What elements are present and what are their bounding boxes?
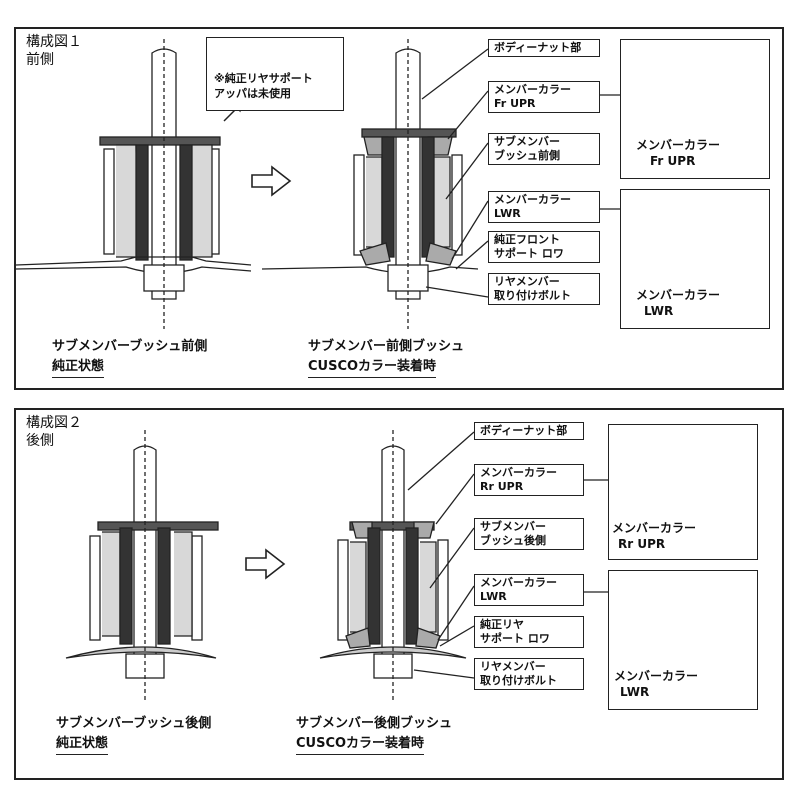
note-box bbox=[206, 37, 344, 111]
stock-bushing-assembly-front bbox=[16, 39, 252, 329]
label-rear-member-bolt: リヤメンバー取り付けボルト bbox=[474, 658, 584, 690]
diagram-panel-front: 構成図１ 前側 bbox=[14, 27, 784, 390]
caption-stock-rear: サブメンバーブッシュ後側純正状態 bbox=[56, 714, 211, 755]
label-rear-member-bolt: リヤメンバー取り付けボルト bbox=[488, 273, 600, 305]
diagram-panel-rear: 構成図２ 後側 bbox=[14, 408, 784, 780]
label-stock-rear-support-lower: 純正リヤサポート ロワ bbox=[474, 616, 584, 648]
stock-bushing-assembly-rear bbox=[65, 430, 219, 700]
part-box-fr-upr bbox=[620, 39, 770, 179]
panel2-drawing bbox=[65, 430, 725, 700]
panel-side-label: 後側 bbox=[26, 433, 54, 449]
cusco-bushing-assembly-front bbox=[261, 39, 479, 329]
panel-side-label: 前側 bbox=[26, 52, 54, 68]
part-box-rr-upr bbox=[608, 424, 758, 560]
label-stock-front-support-lower: 純正フロントサポート ロワ bbox=[488, 231, 600, 263]
label-body-nut: ボディーナット部 bbox=[488, 39, 600, 57]
part-box-lwr bbox=[608, 570, 758, 710]
label-submember-bush-rear: サブメンバーブッシュ後側 bbox=[474, 518, 584, 550]
part-box-lwr bbox=[620, 189, 770, 329]
panel-title: 構成図１ bbox=[26, 34, 82, 50]
label-submember-bush-front: サブメンバーブッシュ前側 bbox=[488, 133, 600, 165]
panel-title: 構成図２ bbox=[26, 415, 82, 431]
arrow-icon bbox=[245, 548, 286, 580]
arrow-icon bbox=[251, 165, 292, 197]
caption-stock-front: サブメンバーブッシュ前側純正状態 bbox=[52, 337, 207, 378]
note-unused-support: ※純正リヤサポート アッパは未使用 bbox=[214, 72, 313, 100]
label-body-nut: ボディーナット部 bbox=[474, 422, 584, 440]
cusco-bushing-assembly-rear bbox=[319, 430, 467, 700]
